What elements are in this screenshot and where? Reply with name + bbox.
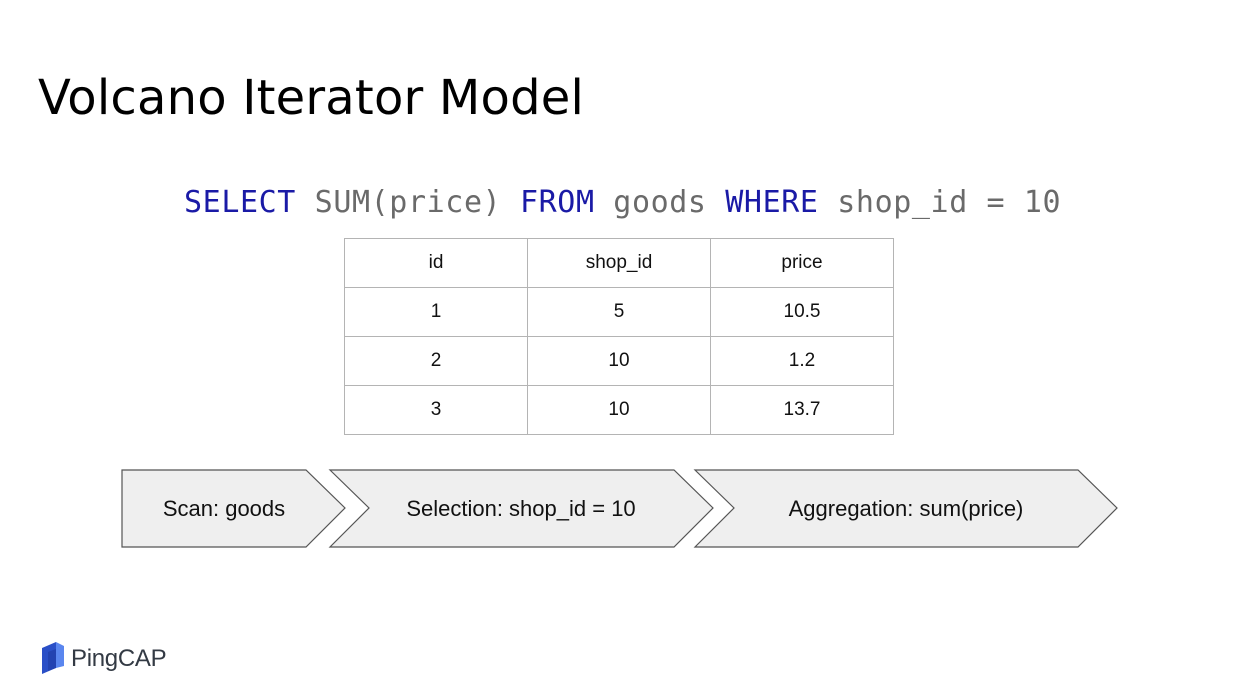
- pingcap-logo-text: PingCAP: [71, 645, 167, 672]
- sql-from-keyword: FROM: [519, 185, 595, 220]
- cell-price: 1.2: [710, 336, 894, 386]
- column-header-price: price: [710, 238, 894, 288]
- cell-price: 10.5: [710, 287, 894, 337]
- scan-step-shape: [121, 469, 346, 548]
- sql-condition: shop_id = 10: [837, 185, 1062, 220]
- pingcap-logo-icon: [42, 642, 64, 674]
- table-row: 2 10 1.2: [344, 336, 894, 386]
- cell-shop-id: 10: [527, 385, 711, 435]
- table-row: 1 5 10.5: [344, 287, 894, 337]
- sql-table-name: goods: [613, 185, 707, 220]
- selection-step-shape: [328, 469, 714, 548]
- cell-shop-id: 5: [527, 287, 711, 337]
- table-header-row: id shop_id price: [344, 238, 894, 288]
- aggregation-step-label: Aggregation: sum(price): [789, 496, 1024, 521]
- aggregation-step-shape: [693, 469, 1118, 548]
- selection-step-label: Selection: shop_id = 10: [406, 496, 635, 521]
- cell-id: 3: [344, 385, 528, 435]
- cell-id: 2: [344, 336, 528, 386]
- slide-title: Volcano Iterator Model: [38, 70, 585, 126]
- sql-query: SELECT SUM(price) FROM goods WHERE shop_…: [184, 185, 1061, 220]
- table-row: 3 10 13.7: [344, 385, 894, 435]
- sql-select-expression: SUM(price): [314, 185, 502, 220]
- sql-select-keyword: SELECT: [184, 185, 296, 220]
- cell-price: 13.7: [710, 385, 894, 435]
- pingcap-logo: PingCAP: [40, 642, 167, 676]
- scan-step-label: Scan: goods: [163, 496, 285, 521]
- goods-table: id shop_id price 1 5 10.5 2 10 1.2 3 10 …: [344, 238, 894, 435]
- column-header-shop-id: shop_id: [527, 238, 711, 288]
- sql-where-keyword: WHERE: [725, 185, 819, 220]
- cell-id: 1: [344, 287, 528, 337]
